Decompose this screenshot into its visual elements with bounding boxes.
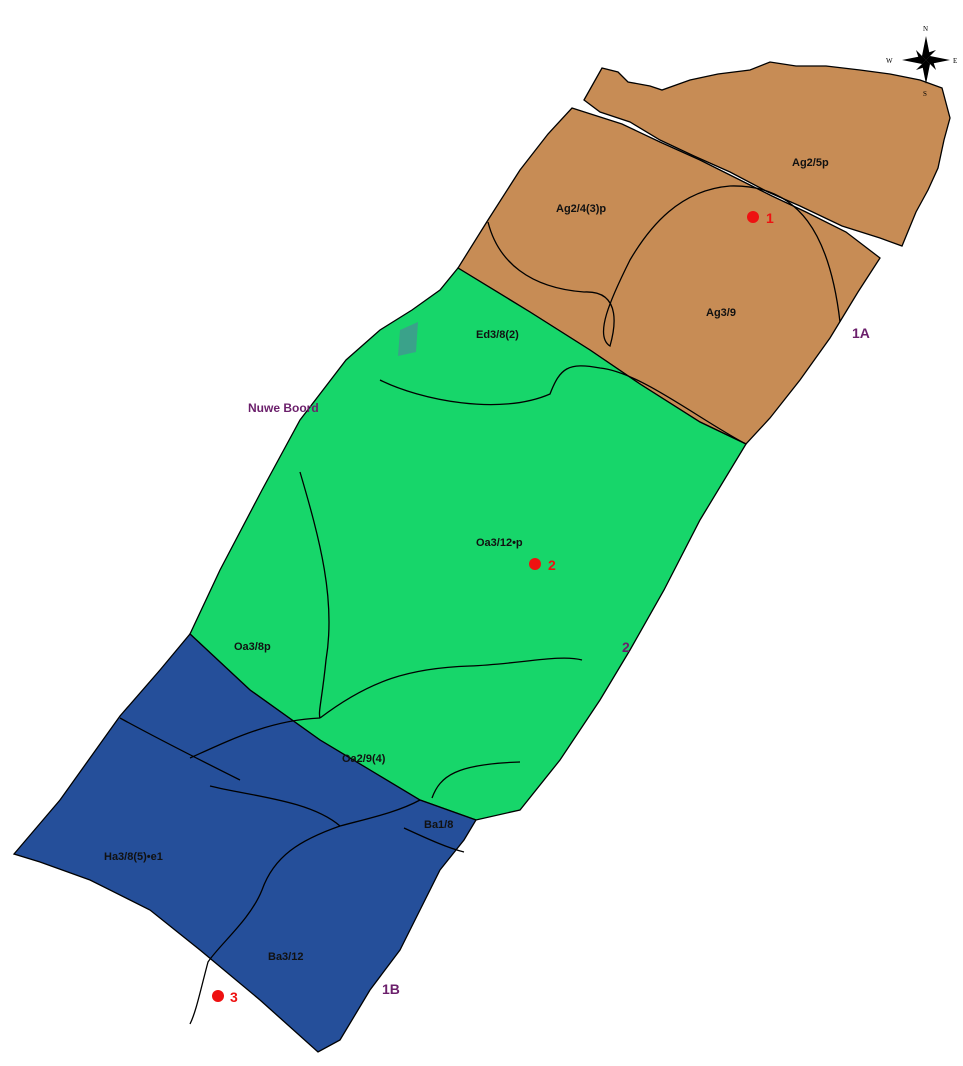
farm-name-label: Nuwe Boord (248, 401, 319, 415)
soil-label: Ed3/8(2) (476, 329, 519, 341)
boundary-line (487, 185, 731, 348)
soil-label: Ag2/5p (792, 157, 829, 169)
profile-pit-marker[interactable] (747, 211, 759, 223)
soil-label: Ag2/4(3)p (556, 203, 606, 215)
boundary-line (379, 365, 747, 445)
compass-east-letter: E (953, 57, 957, 65)
compass-north-letter: N (923, 25, 928, 33)
block-label-1b: 1B (382, 981, 400, 997)
soil-label: Ha3/8(5)•e1 (104, 851, 163, 863)
boundary-line (403, 827, 465, 853)
boundary-line (189, 825, 341, 1025)
block-label-1a: 1A (852, 325, 870, 341)
compass-south-letter: S (923, 90, 927, 98)
north-arrow-compass-rose-icon (902, 36, 950, 84)
soil-label: Ba3/12 (268, 951, 303, 963)
profile-pit-label: 3 (230, 989, 238, 1005)
soil-label: Oa2/9(4) (342, 753, 386, 765)
soil-label: Ag3/9 (706, 307, 736, 319)
map-unit-ag-block-1a[interactable] (457, 107, 881, 445)
profile-pit-marker[interactable] (212, 990, 224, 1002)
profile-pit-label: 1 (766, 210, 774, 226)
compass-west-letter: W (886, 57, 893, 65)
map-unit-blue-block-1b[interactable] (12, 633, 477, 1053)
profile-pit-label: 2 (548, 557, 556, 573)
boundary-line (729, 185, 841, 323)
boundary-line (119, 717, 241, 781)
boundary-line (189, 717, 321, 759)
boundary-line (431, 761, 521, 799)
soil-label: Oa3/8p (234, 641, 271, 653)
boundary-line (299, 471, 330, 719)
profile-pit-marker[interactable] (529, 558, 541, 570)
map-unit-ag2-5p[interactable] (583, 61, 951, 247)
block-label-2: 2 (622, 639, 630, 655)
soil-label: Ba1/8 (424, 819, 453, 831)
boundary-line (319, 657, 583, 719)
soil-label: Oa3/12•p (476, 537, 523, 549)
map-unit-teal-patch (398, 322, 418, 356)
